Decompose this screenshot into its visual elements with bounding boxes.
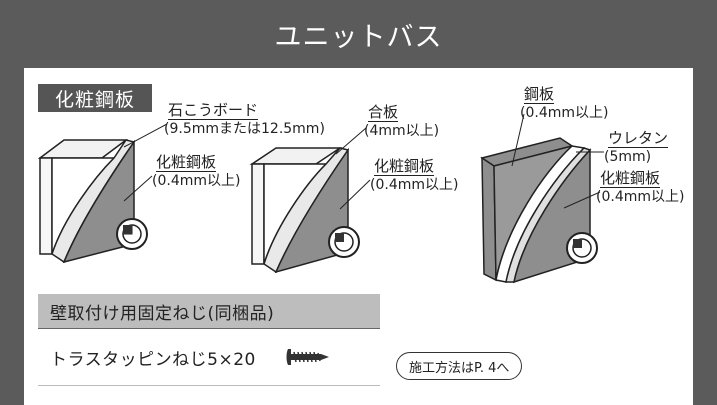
label-left-steel: 化粧鋼板 <box>156 153 217 172</box>
installation-method-link[interactable]: 施工方法はP. 4へ <box>396 352 523 380</box>
label-right-steel: 化粧鋼板 <box>600 169 661 188</box>
label-middle-steel-thickness: (0.4mm以上) <box>370 177 459 193</box>
label-plywood: 合板 <box>368 103 399 122</box>
label-middle-steel: 化粧鋼板 <box>374 157 435 176</box>
page-title: ユニットバス <box>274 21 443 53</box>
label-plywood-thickness: (4mm以上) <box>364 123 440 139</box>
label-gypsum-board: 石こうボード <box>168 101 259 120</box>
diagram-urethane <box>480 113 604 284</box>
label-right-steel-thickness: (0.4mm以上) <box>596 189 685 205</box>
diagram-gypsum-board <box>37 123 168 264</box>
wall-cross-section-diagrams <box>37 113 604 284</box>
screw-table-heading: 壁取付け用固定ねじ(同梱品) <box>38 294 380 329</box>
label-urethane-thickness: (5mm) <box>604 149 652 165</box>
screw-name: トラスタッピンねじ5×20 <box>50 349 256 370</box>
screw-info-table: 壁取付け用固定ねじ(同梱品) トラスタッピンねじ5×20 <box>38 294 380 396</box>
section-label: 化粧鋼板 <box>38 84 152 112</box>
diagram-plywood <box>249 127 371 274</box>
label-steel-plate: 鋼板 <box>524 85 555 104</box>
label-gypsum-thickness: (9.5mmまたは12.5mm) <box>164 121 325 137</box>
label-left-steel-thickness: (0.4mm以上) <box>152 173 241 189</box>
label-steel-plate-thickness: (0.4mm以上) <box>520 105 609 121</box>
label-urethane: ウレタン <box>608 129 669 148</box>
screw-table-row: トラスタッピンねじ5×20 <box>38 329 380 386</box>
screw-icon <box>286 349 329 365</box>
content-panel: 化粧鋼板 <box>24 68 693 405</box>
